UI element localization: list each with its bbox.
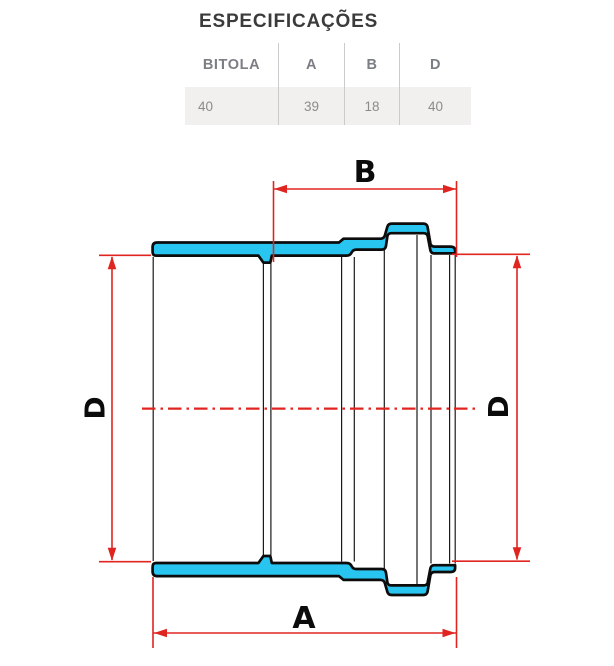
dimension-b [272, 181, 458, 262]
fitting-bottom-wall [151, 554, 457, 597]
dimension-d-right [452, 253, 530, 563]
column-header-a: A [278, 43, 345, 87]
dimension-label-d-right: D [482, 395, 515, 418]
column-header-bitola: BITOLA [185, 43, 279, 87]
value-b: 18 [344, 87, 400, 125]
column-header-b: B [344, 43, 400, 87]
value-bitola: 40 [185, 87, 279, 125]
spec-table-header-row: BITOLA A B D [185, 43, 471, 87]
dimension-graphics [99, 181, 530, 648]
column-header-d: D [399, 43, 471, 87]
value-d: 40 [399, 87, 471, 125]
spec-table-value-row: 40 39 18 40 [185, 87, 471, 125]
spec-table: BITOLA A B D 40 39 18 40 [185, 43, 471, 125]
fitting-top-wall [151, 222, 457, 264]
dimension-label-b: B [354, 155, 377, 190]
page-title: ESPECIFICAÇÕES [199, 11, 379, 32]
dimension-d-left [99, 254, 151, 563]
dimension-label-a: A [292, 601, 316, 636]
value-a: 39 [278, 87, 345, 125]
dimension-label-d-left: D [79, 396, 112, 419]
dimension-a [152, 577, 458, 648]
